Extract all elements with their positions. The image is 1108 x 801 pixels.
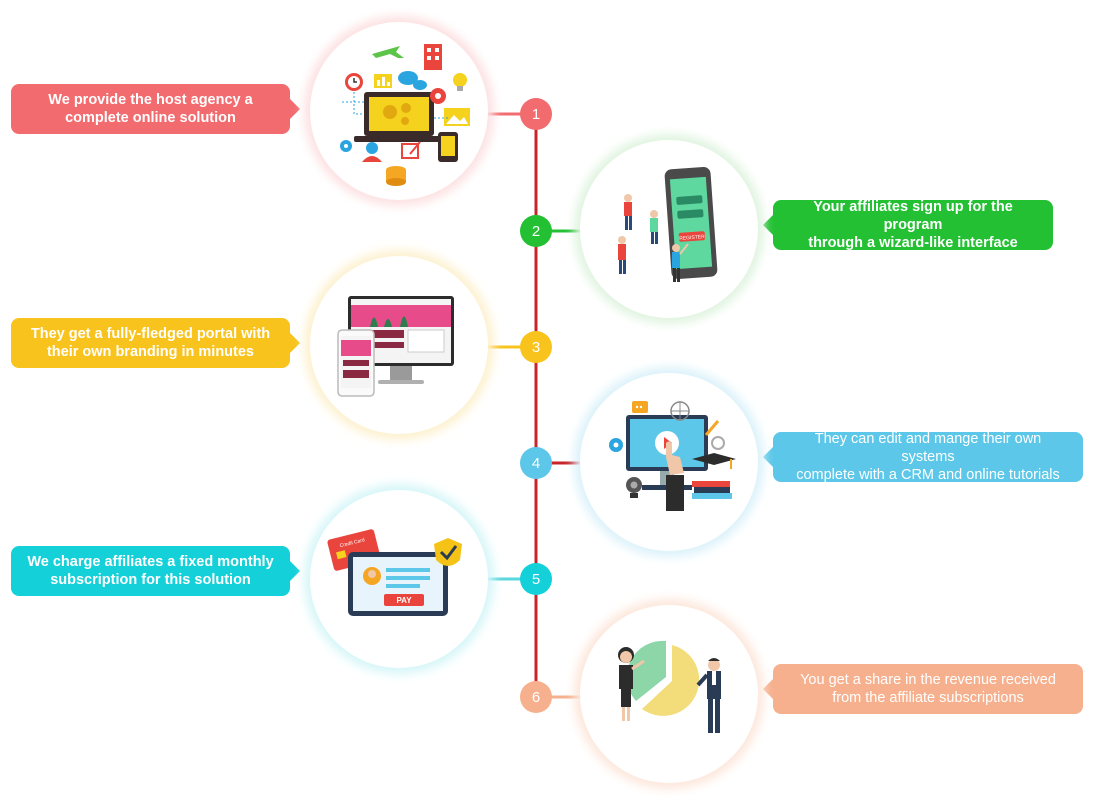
step-1-illustration — [310, 22, 488, 200]
chat-icon — [398, 71, 427, 90]
step-6-bubble: You get a share in the revenue received f… — [763, 664, 1083, 714]
step-3-number: 3 — [520, 331, 552, 363]
step-4-number: 4 — [520, 447, 552, 479]
step-6-illustration — [580, 605, 758, 783]
hand-icon — [666, 441, 684, 511]
person-icon — [618, 236, 626, 274]
step-2-text-line-1: Your affiliates sign up for the program — [813, 199, 1013, 233]
pay-button-text: PAY — [396, 596, 412, 605]
person-icon — [650, 210, 658, 244]
businesswoman-icon — [618, 647, 645, 721]
step-2-illustration: REGISTER — [580, 140, 758, 318]
step-6-text-line-1: You get a share in the revenue received — [800, 672, 1056, 688]
step-5-text-line-1: We charge affiliates a fixed monthly — [27, 554, 274, 570]
plane-icon — [372, 46, 404, 58]
chat-bubble-icon — [632, 401, 648, 413]
person-icon — [672, 243, 689, 282]
step-2-bubble: Your affiliates sign up for the program t… — [763, 199, 1053, 251]
gear-small-icon — [340, 140, 352, 152]
clock-icon — [345, 73, 363, 91]
step-3-bubble: They get a fully-fledged portal with thei… — [11, 318, 300, 368]
step-1-bubble: We provide the host agency a complete onl… — [11, 84, 300, 134]
step-5-illustration: Credit Card PAY — [310, 490, 488, 668]
step-3-illustration — [310, 256, 488, 434]
step-6-number: 6 — [520, 681, 552, 713]
step-3-text-line-1: They get a fully-fledged portal with — [30, 326, 271, 342]
gear-icon — [430, 88, 446, 104]
tablet-icon — [337, 329, 375, 397]
pen-icon — [704, 420, 720, 436]
register-button-text: REGISTER — [679, 234, 705, 242]
step-1-number: 1 — [520, 98, 552, 130]
books-icon — [692, 481, 732, 499]
image-icon — [444, 108, 470, 126]
tablet-icon: PAY — [348, 552, 448, 616]
businessman-icon — [696, 658, 721, 733]
graduation-cap-icon — [692, 453, 736, 469]
globe-icon — [670, 401, 690, 421]
step-1-text-line-1: We provide the host agency a — [48, 92, 253, 108]
user-icon — [362, 142, 382, 162]
step-3-text-line-2: their own branding in minutes — [46, 344, 254, 360]
step-4-bubble: They can edit and mange their own system… — [763, 431, 1083, 483]
step-6-text-line-2: from the affiliate subscriptions — [832, 690, 1024, 706]
phone-icon — [438, 132, 458, 162]
step-1-text-line-2: complete online solution — [65, 110, 236, 126]
laptop-icon — [354, 92, 444, 142]
gear-icon — [711, 436, 725, 450]
step-2-number: 2 — [520, 215, 552, 247]
shield-icon — [434, 538, 462, 566]
step-5-bubble: We charge affiliates a fixed monthly subs… — [11, 546, 300, 596]
step-5-number: 5 — [520, 563, 552, 595]
lightbulb-icon — [453, 73, 467, 91]
step-4-illustration — [580, 373, 758, 551]
building-icon — [424, 44, 442, 70]
step-4-text-line-2: complete with a CRM and online tutorials — [796, 467, 1060, 483]
edit-icon — [401, 141, 421, 159]
step-2-text-line-2: through a wizard-like interface — [808, 235, 1018, 251]
gear-icon — [609, 438, 623, 452]
database-icon — [386, 166, 406, 186]
pie-chart-icon — [626, 640, 700, 716]
step-4-text-line-1: They can edit and mange their own system… — [814, 431, 1042, 465]
webcam-icon — [626, 477, 642, 498]
chart-icon — [374, 74, 392, 88]
person-icon — [624, 194, 632, 230]
step-5-text-line-2: subscription for this solution — [50, 572, 251, 588]
